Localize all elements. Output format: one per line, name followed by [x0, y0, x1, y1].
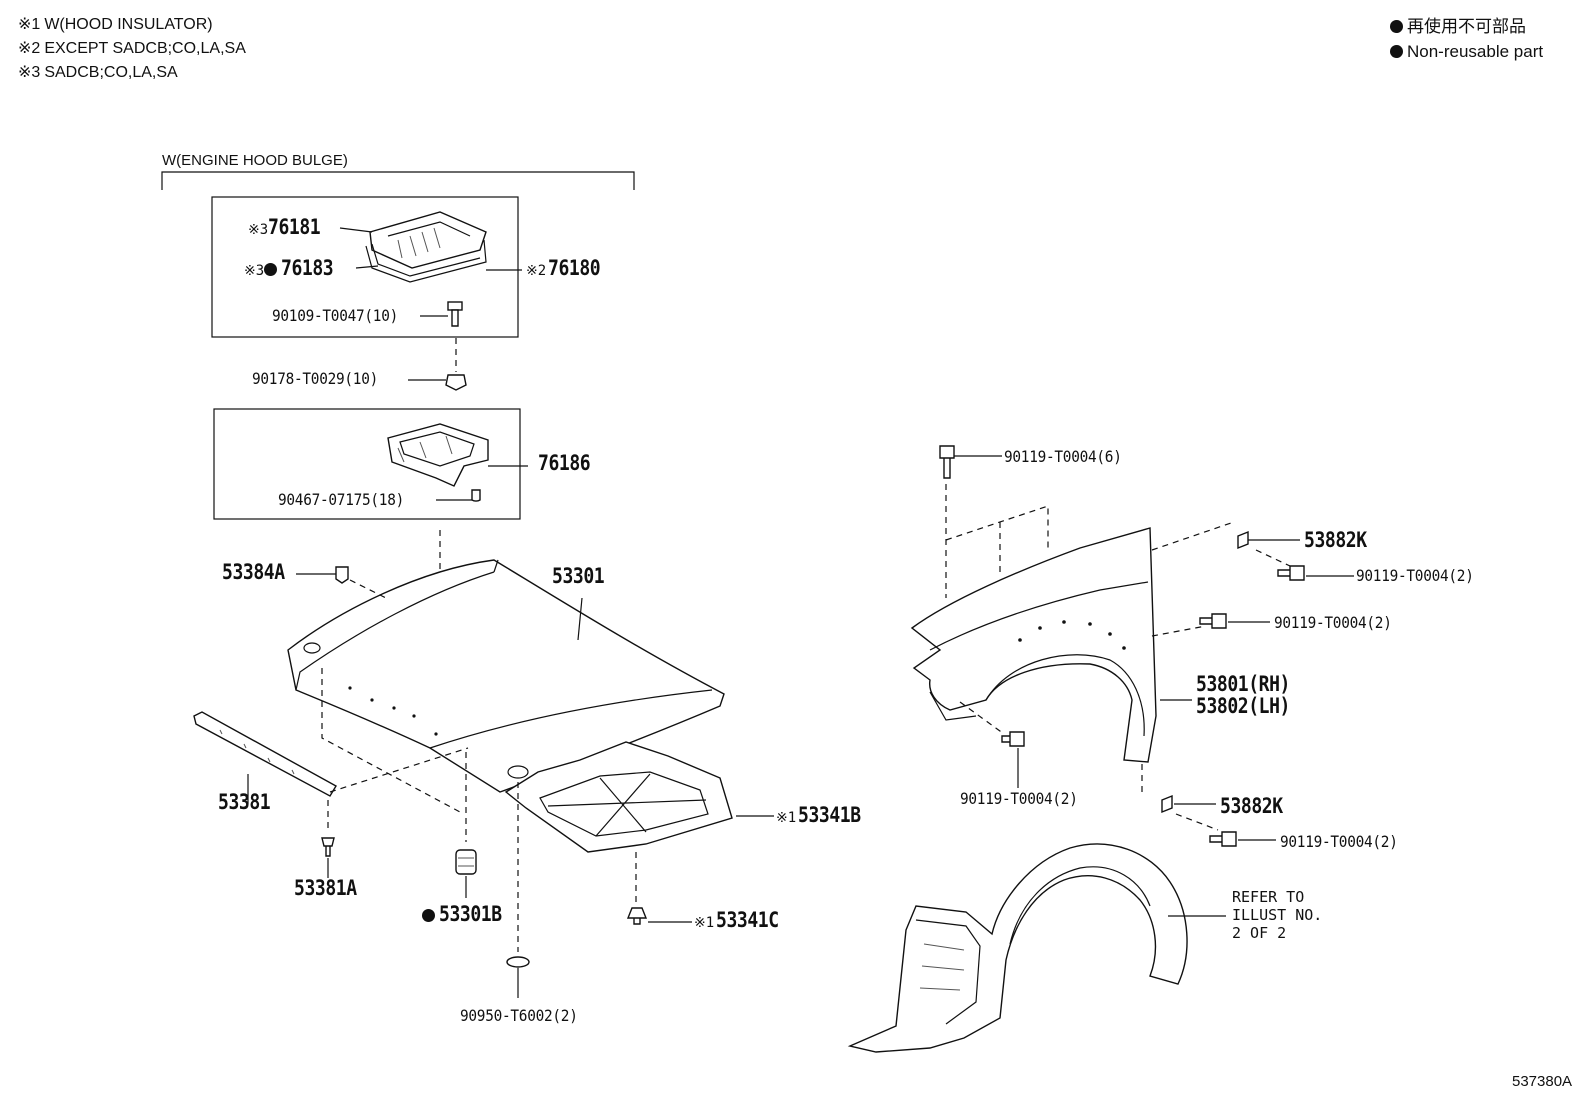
label-53341B[interactable]: ※153341B	[776, 803, 861, 827]
non-reusable-dot-icon	[1390, 45, 1403, 58]
nut-90178-part	[445, 374, 467, 391]
screw-90109-part	[447, 301, 463, 327]
scoop-gasket-part	[365, 239, 487, 283]
seal-53381-part	[193, 711, 337, 797]
bulge-group-title: W(ENGINE HOOD BULGE)	[162, 152, 348, 169]
label-76180[interactable]: ※276180	[526, 256, 601, 280]
bulge-base-part-76186	[387, 423, 489, 487]
label-90119-T0004-2d[interactable]: 90119-T0004(2)	[1280, 832, 1398, 851]
leader-53301	[577, 597, 583, 641]
dash-fender-holes	[945, 505, 1049, 574]
dash-53384A	[349, 579, 387, 599]
bolt-90119-c-part	[1001, 731, 1025, 747]
refer-to-illustration-note[interactable]: REFER TO ILLUST NO. 2 OF 2	[1232, 888, 1323, 942]
dash-90119-b	[1151, 625, 1207, 637]
label-90950-T6002[interactable]: 90950-T6002(2)	[460, 1006, 578, 1025]
label-90119-T0004-2a[interactable]: 90119-T0004(2)	[1356, 566, 1474, 585]
label-53301B[interactable]: 53301B	[422, 902, 512, 926]
bolt-90119-a-part	[1277, 565, 1305, 581]
fender-panel-53801	[910, 527, 1157, 763]
dash-90119-a	[1255, 549, 1291, 567]
illustration-code: 537380A	[1512, 1073, 1573, 1090]
cushion-53384A-part	[335, 566, 349, 584]
leader-76181	[339, 227, 373, 233]
label-53381[interactable]: 53381	[218, 790, 271, 814]
dash-53882K-top	[1151, 521, 1235, 551]
bulge-base-box	[213, 408, 521, 520]
label-53882K-top[interactable]: 53882K	[1304, 528, 1367, 552]
cushion-53301B-part	[455, 849, 477, 875]
dash-53381	[329, 747, 469, 793]
insulator-53341B-part	[504, 741, 733, 853]
hood-scoop-part	[369, 211, 487, 269]
hood-panel-53301	[287, 559, 725, 793]
label-76181[interactable]: ※376181	[248, 215, 321, 239]
bulge-bracket	[161, 171, 635, 190]
label-90109-T0047[interactable]: 90109-T0047(10)	[272, 306, 398, 325]
label-90467-07175[interactable]: 90467-07175(18)	[278, 490, 404, 509]
label-90119-T0004-6[interactable]: 90119-T0004(6)	[1004, 447, 1122, 466]
label-90178-T0029[interactable]: 90178-T0029(10)	[252, 369, 378, 388]
label-53381A[interactable]: 53381A	[294, 876, 357, 900]
bolt-fender-top-part	[939, 445, 955, 479]
label-90119-T0004-2b[interactable]: 90119-T0004(2)	[1274, 613, 1392, 632]
non-reusable-dot-icon	[1390, 20, 1403, 33]
label-53384A[interactable]: 53384A	[222, 560, 285, 584]
bulge-kit-box	[211, 196, 519, 338]
non-reusable-dot-icon	[264, 263, 278, 276]
fender-liner-part	[847, 843, 1188, 1053]
legend-en: Non-reusable part	[1390, 40, 1543, 64]
clip-53341C-part	[626, 907, 648, 925]
plug-90950-part	[506, 956, 530, 968]
label-53882K-bottom[interactable]: 53882K	[1220, 794, 1283, 818]
clip-90467-part	[471, 489, 481, 502]
nut-53882K-bot-part	[1161, 794, 1173, 814]
bolt-90119-b-part	[1199, 613, 1227, 629]
label-76186[interactable]: 76186	[538, 451, 591, 475]
label-53301[interactable]: 53301	[552, 564, 605, 588]
leader-76183	[355, 265, 379, 269]
dash-90119-c	[959, 701, 1005, 735]
label-53341C[interactable]: ※153341C	[694, 908, 779, 932]
dash-hood-left	[321, 668, 461, 813]
dash-90119-d	[1175, 813, 1219, 831]
non-reusable-dot-icon	[422, 909, 435, 922]
nut-53882K-top-part	[1237, 530, 1249, 550]
clip-53381A-part	[321, 837, 335, 857]
label-90119-T0004-2c[interactable]: 90119-T0004(2)	[960, 789, 1078, 808]
bolt-90119-d-part	[1209, 831, 1237, 847]
label-53802-LH[interactable]: 53802(LH)	[1196, 694, 1290, 718]
label-53801-RH[interactable]: 53801(RH)	[1196, 672, 1290, 696]
legend-ja: 再使用不可部品	[1390, 15, 1526, 39]
